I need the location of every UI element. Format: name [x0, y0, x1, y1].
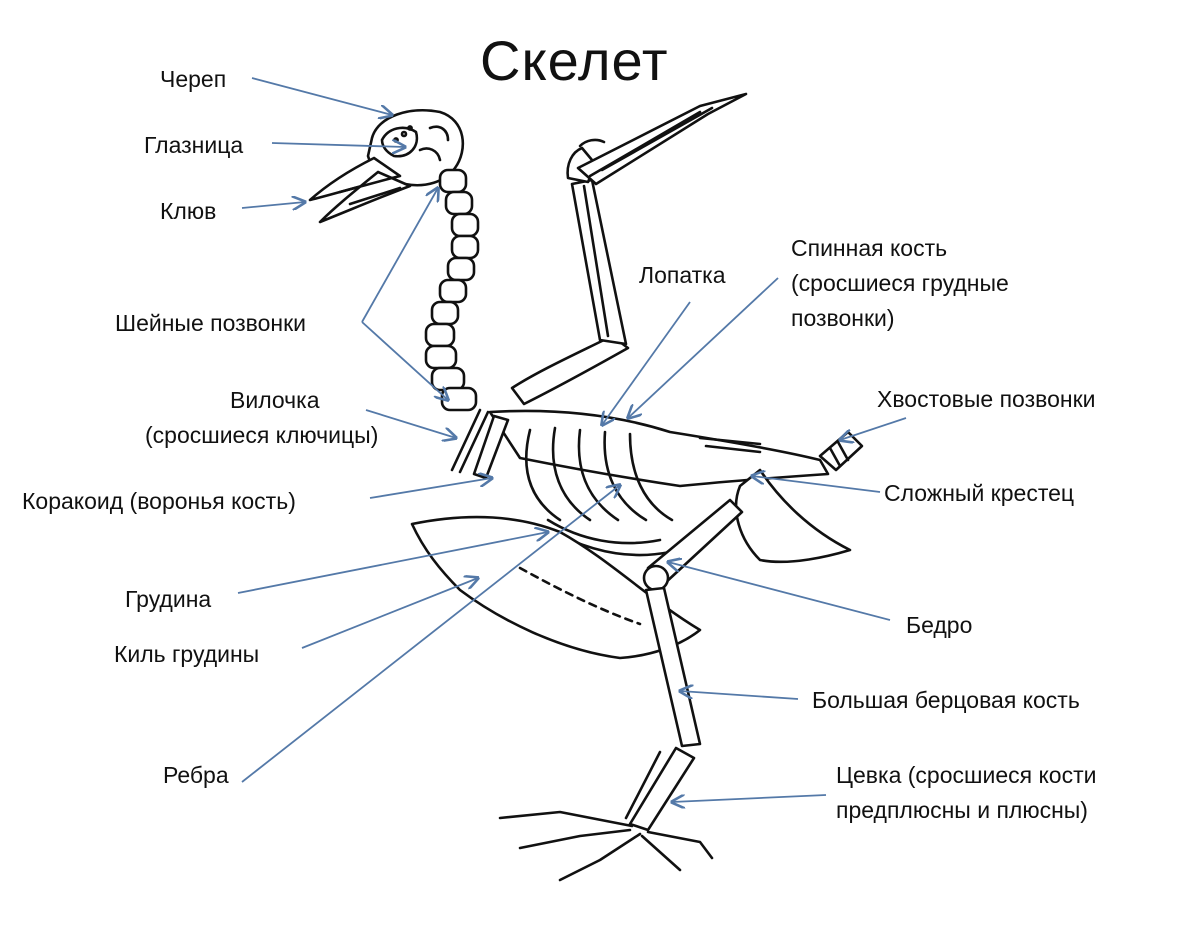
- synsacrum-arrow: [752, 476, 880, 492]
- label-ribs: Ребра: [163, 758, 229, 793]
- cervical-arrow-lower: [362, 322, 448, 400]
- label-notarium: Спинная кость: [791, 231, 947, 266]
- label-sternum: Грудина: [125, 582, 211, 617]
- label-notarium-note-2: позвонки): [791, 301, 895, 336]
- tarsometatarsus-arrow: [672, 795, 826, 802]
- notarium-arrow: [628, 278, 778, 418]
- tibiotarsus-arrow: [680, 691, 798, 699]
- coracoid-arrow: [370, 478, 492, 498]
- beak-arrow: [242, 202, 305, 208]
- label-caudal-vertebrae: Хвостовые позвонки: [877, 382, 1096, 417]
- label-coracoid: Коракоид (воронья кость): [22, 484, 296, 519]
- furcula-arrow: [366, 410, 456, 438]
- ribs-arrow: [242, 485, 620, 782]
- label-skull: Череп: [160, 62, 226, 97]
- label-orbit: Глазница: [144, 128, 243, 163]
- sternum-arrow: [238, 532, 548, 593]
- label-notarium-note-1: (сросшиеся грудные: [791, 266, 1009, 301]
- label-furcula-note: (сросшиеся ключицы): [145, 418, 378, 453]
- label-tarsometatarsus: Цевка (сросшиеся кости: [836, 758, 1096, 793]
- page-title: Скелет: [480, 28, 668, 93]
- label-synsacrum: Сложный крестец: [884, 476, 1074, 511]
- label-scapula: Лопатка: [639, 258, 726, 293]
- label-beak: Клюв: [160, 194, 216, 229]
- orbit-arrow: [272, 143, 405, 147]
- label-tarsometatarsus-note: предплюсны и плюсны): [836, 793, 1088, 828]
- femur-arrow: [668, 562, 890, 620]
- scapula-arrow: [602, 302, 690, 425]
- label-cervical-vertebrae: Шейные позвонки: [115, 306, 306, 341]
- label-tibiotarsus: Большая берцовая кость: [812, 683, 1080, 718]
- skull-arrow: [252, 78, 392, 115]
- caudal-arrow: [840, 418, 906, 440]
- label-keel: Киль грудины: [114, 637, 259, 672]
- label-femur: Бедро: [906, 608, 972, 643]
- cervical-arrow-upper: [362, 188, 438, 322]
- keel-arrow: [302, 578, 478, 648]
- label-furcula: Вилочка: [230, 383, 320, 418]
